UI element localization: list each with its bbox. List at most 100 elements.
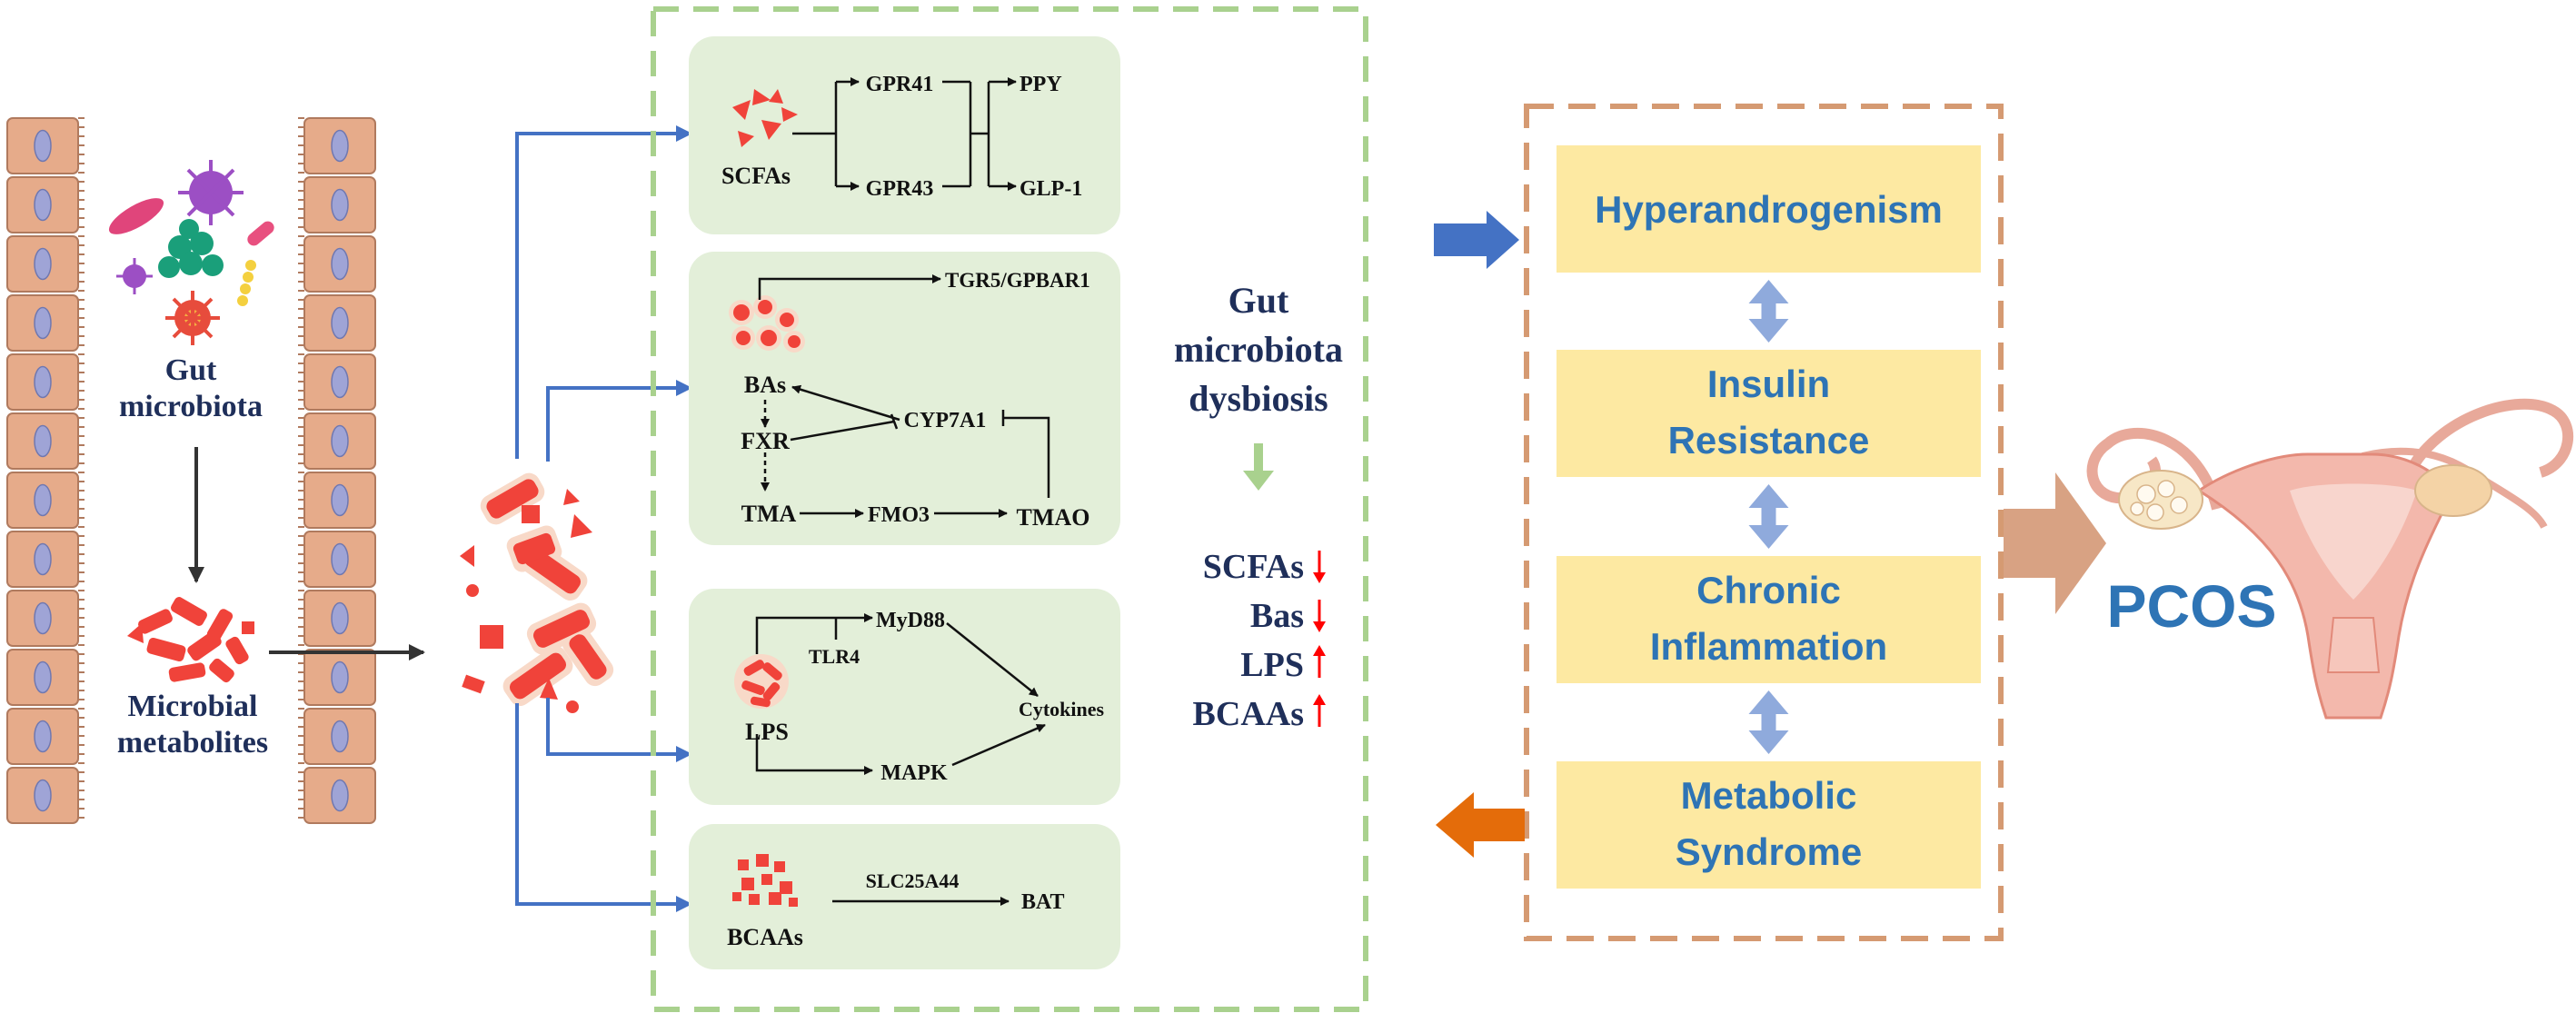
gut-microbiota-label-2: microbiota — [119, 390, 263, 423]
scfa-panel — [689, 36, 1120, 234]
left-epithelium-cell — [6, 708, 79, 765]
cytokines-label: Cytokines — [1019, 698, 1105, 720]
left-epithelium-cell — [6, 176, 79, 233]
epithelium-right — [298, 117, 376, 824]
dysbiosis-title-3: dysbiosis — [1189, 378, 1328, 419]
dysbiosis-item: BCAAs — [1193, 694, 1326, 733]
scfa-connectors — [792, 77, 1017, 191]
virus-icon — [178, 160, 244, 225]
mapk-label: MAPK — [880, 761, 948, 785]
left-epithelium-cell — [6, 472, 79, 529]
bcaa-squares-icon — [732, 854, 798, 907]
metabolites-cluster-small — [127, 597, 254, 683]
right-epithelium-cell — [303, 590, 376, 647]
coccus-cluster-icon — [158, 219, 224, 278]
right-epithelium-cell — [303, 353, 376, 411]
ppy-label: PPY — [1019, 73, 1062, 96]
condition-label: Chronic — [1696, 569, 1841, 611]
right-epithelium-cell — [303, 767, 376, 824]
branch-to-bcaa — [515, 703, 692, 912]
condition-links — [1748, 280, 1789, 754]
uterus-illustration — [2086, 398, 2573, 720]
glp1-label: GLP-1 — [1019, 177, 1082, 201]
condition-label: Hyperandrogenism — [1595, 188, 1943, 231]
double-arrow-icon — [1748, 280, 1789, 343]
epithelium-left — [6, 117, 85, 824]
metabolites-cluster-large — [460, 472, 614, 713]
right-epithelium-cell — [303, 472, 376, 529]
pathways-frame — [651, 6, 1368, 1012]
dysbiosis-down-arrow — [1243, 443, 1274, 491]
fmo3-label: FMO3 — [868, 503, 930, 527]
left-epithelium-microvilli — [78, 117, 85, 819]
ba-connectors — [758, 274, 1050, 518]
orange-feedback-arrow — [1436, 792, 1525, 858]
gpr43-label: GPR43 — [866, 177, 934, 201]
right-epithelium-cell — [303, 531, 376, 588]
condition-label: Inflammation — [1650, 625, 1887, 668]
right-epithelium-cell — [303, 412, 376, 470]
gpr41-label: GPR41 — [866, 73, 934, 96]
ba-particles-icon — [729, 295, 805, 353]
conditions-list: HyperandrogenismInsulinResistanceChronic… — [1557, 145, 1981, 889]
capsule-icon — [247, 221, 274, 246]
myd88-label: MyD88 — [876, 609, 945, 632]
gut-microbiota-label-1: Gut — [165, 353, 217, 387]
left-epithelium-cell — [6, 649, 79, 706]
branch-to-scfa — [515, 125, 692, 459]
left-epithelium-cell — [6, 353, 79, 411]
microbial-metabolites-label-1: Microbial — [128, 690, 258, 723]
dysbiosis-item-label: Bas — [1250, 597, 1304, 635]
scfa-triangles-icon — [732, 89, 798, 147]
dysbiosis-item-label: BCAAs — [1193, 695, 1304, 733]
branch-connectors — [515, 125, 692, 912]
lps-particles-icon — [734, 654, 789, 709]
dysbiosis-item: Bas — [1250, 597, 1326, 635]
dysbiosis-item-label: SCFAs — [1203, 548, 1304, 586]
condition-label: Resistance — [1668, 419, 1870, 462]
tma-label: TMA — [741, 501, 797, 527]
streptococcus-chain-icon — [237, 260, 256, 306]
pcos-label: PCOS — [2106, 572, 2276, 640]
condition-box: Hyperandrogenism — [1557, 145, 1981, 273]
scfa-source-label: SCFAs — [721, 163, 791, 189]
dysbiosis-item-label: LPS — [1240, 646, 1304, 684]
left-epithelium-cell — [6, 294, 79, 352]
tan-arrow-to-pcos — [2004, 472, 2106, 614]
ba-source-label: BAs — [744, 372, 786, 398]
slc25a44-label: SLC25A44 — [866, 869, 960, 892]
left-epithelium-cell — [6, 531, 79, 588]
microbial-metabolites-label-2: metabolites — [117, 726, 268, 760]
microbes-illustration — [108, 160, 274, 345]
left-epithelium-cell — [6, 235, 79, 293]
lps-connectors — [755, 613, 1046, 775]
bcaa-source-label: BCAAs — [727, 924, 803, 950]
lps-panel — [689, 589, 1120, 805]
dysbiosis-title-2: microbiota — [1174, 329, 1343, 370]
right-epithelium-cell — [303, 294, 376, 352]
double-arrow-icon — [1748, 484, 1789, 549]
bat-label: BAT — [1021, 890, 1065, 914]
tmao-label: TMAO — [1017, 504, 1090, 531]
up-arrow-icon — [1313, 645, 1326, 678]
right-epithelium-cell — [303, 708, 376, 765]
spiky-bacterium-icon — [165, 291, 220, 345]
right-epithelium-cell — [303, 117, 376, 174]
dysbiosis-item: LPS — [1240, 645, 1326, 684]
right-epithelium-microvilli — [298, 117, 304, 819]
right-epithelium-cell — [303, 176, 376, 233]
lps-source-label: LPS — [745, 719, 789, 745]
branch-to-lps — [546, 698, 692, 762]
condition-label: Metabolic — [1681, 774, 1857, 817]
cyp7a1-label: CYP7A1 — [904, 409, 987, 432]
down-arrow-icon — [1313, 551, 1326, 583]
dysbiosis-item: SCFAs — [1203, 548, 1326, 586]
branch-to-ba — [546, 380, 692, 462]
bacillus-icon — [108, 198, 164, 234]
